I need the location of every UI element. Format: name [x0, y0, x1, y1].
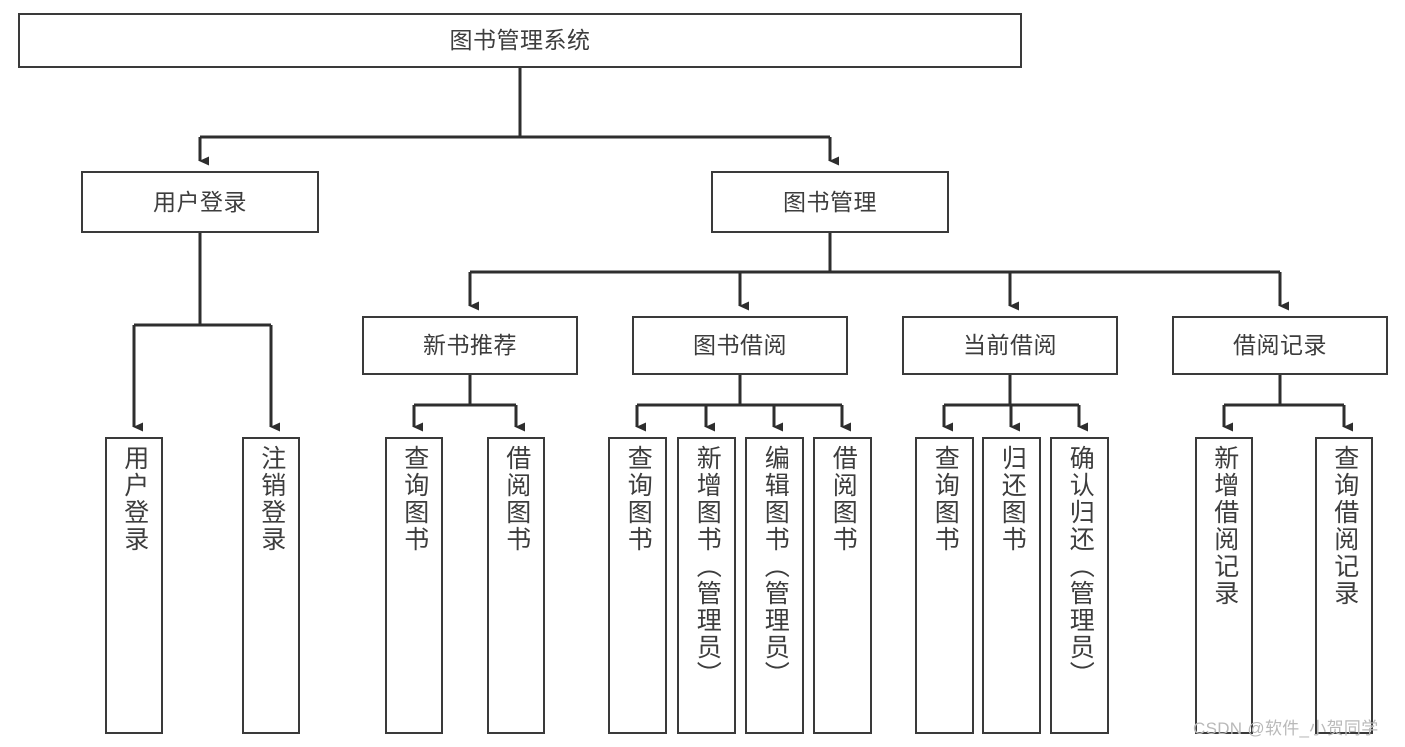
- node-leaf-confirm-return-label: 确认归还（管理员）: [1066, 445, 1095, 688]
- csdn-watermark: CSDN @软件_小贺同学: [1193, 719, 1379, 738]
- node-borrow-records[interactable]: 借阅记录: [1172, 316, 1388, 375]
- node-leaf-query-record-label: 查询借阅记录: [1330, 445, 1359, 607]
- node-leaf-logout-label: 注销登录: [257, 445, 286, 553]
- node-user-login-label: 用户登录: [153, 188, 247, 215]
- node-leaf-user-login[interactable]: 用户登录: [105, 437, 163, 734]
- node-leaf-borrow-book-2-label: 借阅图书: [829, 445, 858, 553]
- node-current-borrow-label: 当前借阅: [963, 332, 1057, 359]
- node-root-label: 图书管理系统: [449, 27, 591, 54]
- node-leaf-borrow-book-1-label: 借阅图书: [502, 445, 531, 553]
- node-leaf-query-book-2[interactable]: 查询图书: [608, 437, 667, 734]
- node-borrow-records-label: 借阅记录: [1233, 332, 1327, 359]
- node-leaf-confirm-return[interactable]: 确认归还（管理员）: [1050, 437, 1109, 734]
- node-book-borrow-label: 图书借阅: [693, 332, 787, 359]
- node-book-borrow[interactable]: 图书借阅: [632, 316, 848, 375]
- node-leaf-borrow-book-2[interactable]: 借阅图书: [813, 437, 872, 734]
- node-leaf-return-book-label: 归还图书: [998, 445, 1027, 553]
- node-leaf-query-book-2-label: 查询图书: [624, 445, 653, 553]
- node-leaf-add-record[interactable]: 新增借阅记录: [1195, 437, 1253, 734]
- node-leaf-edit-book-label: 编辑图书（管理员）: [761, 445, 790, 688]
- node-leaf-query-book-1-label: 查询图书: [400, 445, 429, 553]
- node-leaf-add-book-label: 新增图书（管理员）: [693, 445, 722, 688]
- node-leaf-query-record[interactable]: 查询借阅记录: [1315, 437, 1373, 734]
- node-new-book-recommend-label: 新书推荐: [423, 332, 517, 359]
- node-user-login[interactable]: 用户登录: [81, 171, 319, 233]
- node-leaf-return-book[interactable]: 归还图书: [982, 437, 1041, 734]
- node-leaf-add-record-label: 新增借阅记录: [1210, 445, 1239, 607]
- node-book-management[interactable]: 图书管理: [711, 171, 949, 233]
- node-new-book-recommend[interactable]: 新书推荐: [362, 316, 578, 375]
- node-leaf-logout[interactable]: 注销登录: [242, 437, 300, 734]
- node-current-borrow[interactable]: 当前借阅: [902, 316, 1118, 375]
- node-leaf-borrow-book-1[interactable]: 借阅图书: [487, 437, 545, 734]
- node-leaf-query-book-3-label: 查询图书: [931, 445, 960, 553]
- node-leaf-query-book-1[interactable]: 查询图书: [385, 437, 443, 734]
- node-leaf-user-login-label: 用户登录: [120, 445, 149, 553]
- node-leaf-edit-book[interactable]: 编辑图书（管理员）: [745, 437, 804, 734]
- node-root[interactable]: 图书管理系统: [18, 13, 1022, 68]
- node-leaf-query-book-3[interactable]: 查询图书: [915, 437, 974, 734]
- node-leaf-add-book[interactable]: 新增图书（管理员）: [677, 437, 736, 734]
- node-book-management-label: 图书管理: [783, 188, 877, 215]
